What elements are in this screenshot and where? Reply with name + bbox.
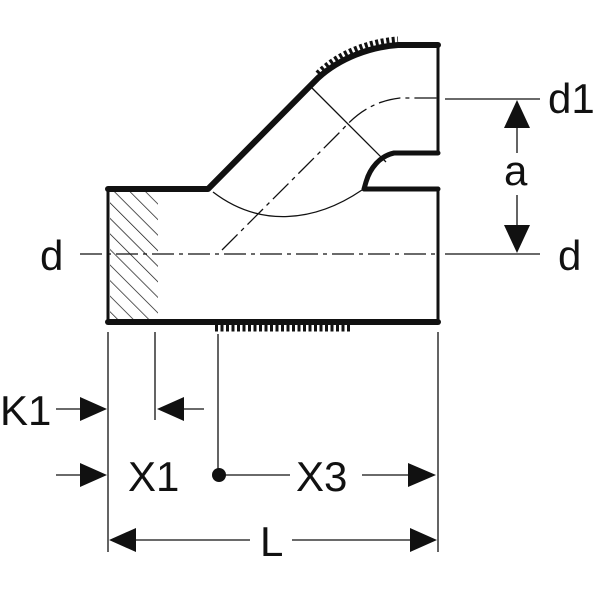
weld-zone-branch xyxy=(315,36,399,77)
label-l: L xyxy=(260,518,284,565)
label-x1: X1 xyxy=(128,453,180,500)
extension-lines xyxy=(107,332,439,552)
socket-hatch xyxy=(110,192,158,320)
label-x3: X3 xyxy=(296,453,348,500)
label-d1: d1 xyxy=(548,75,595,122)
dimension-l xyxy=(109,528,437,552)
fitting-outline xyxy=(105,42,441,325)
label-k1: K1 xyxy=(0,387,52,434)
dimension-k1 xyxy=(56,397,204,421)
label-d-right: d xyxy=(558,232,582,279)
center-lines xyxy=(80,98,540,255)
dimension-a xyxy=(504,100,530,253)
dimension-x1-x3 xyxy=(56,463,436,487)
label-d-left: d xyxy=(40,232,64,279)
label-a: a xyxy=(504,147,528,194)
construction-lines xyxy=(212,85,438,251)
